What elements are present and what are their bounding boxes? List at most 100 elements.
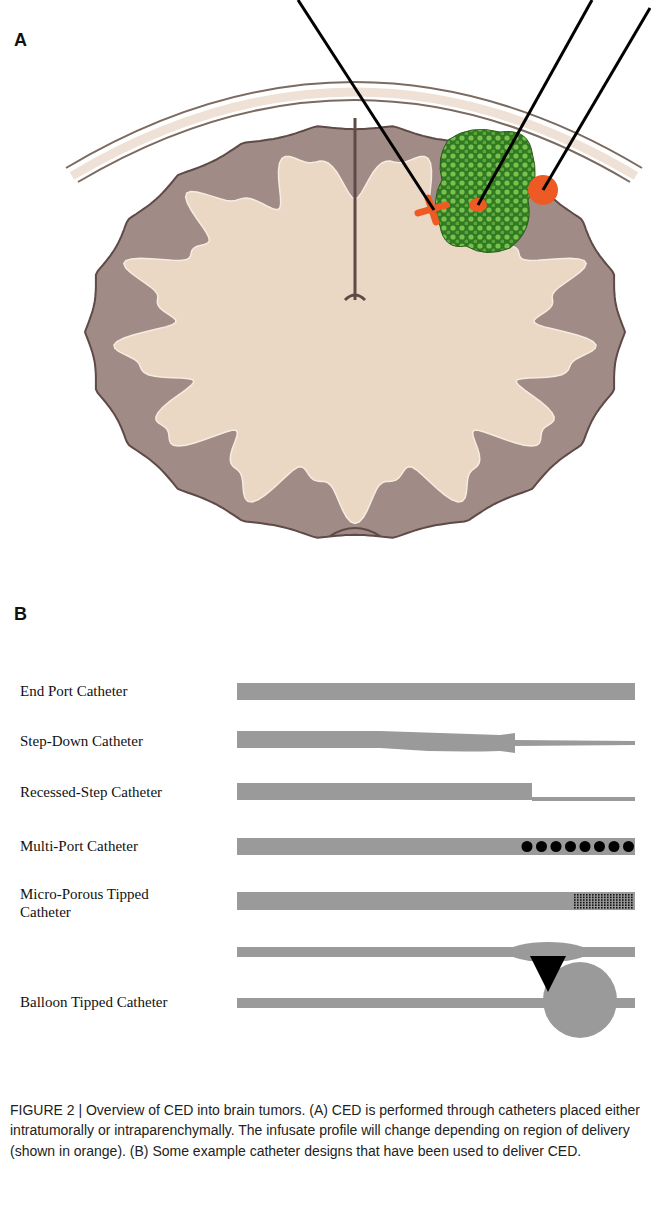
pore	[628, 894, 630, 896]
pore	[619, 904, 621, 906]
pore	[622, 907, 624, 909]
pore	[625, 894, 627, 896]
recessed-step-catheter	[237, 783, 635, 801]
pore	[631, 907, 633, 909]
pore	[595, 904, 597, 906]
pore	[613, 899, 615, 901]
pore	[592, 894, 594, 896]
pore	[604, 907, 606, 909]
catheter-line	[543, 8, 650, 190]
pore	[595, 897, 597, 899]
pore	[589, 904, 591, 906]
pore	[616, 897, 618, 899]
pore	[619, 894, 621, 896]
pore	[580, 902, 582, 904]
catheter-line	[298, 0, 434, 210]
panel-letter: B	[14, 604, 27, 626]
pore	[616, 902, 618, 904]
pore	[577, 902, 579, 904]
pore	[580, 897, 582, 899]
pore	[613, 902, 615, 904]
pore	[601, 904, 603, 906]
port-hole	[609, 841, 620, 852]
pore	[583, 904, 585, 906]
port-hole	[522, 841, 533, 852]
pore	[625, 897, 627, 899]
pore	[616, 907, 618, 909]
catheter-label: Recessed-Step Catheter	[20, 783, 162, 801]
pore	[598, 902, 600, 904]
pore	[589, 902, 591, 904]
pore	[616, 894, 618, 896]
pore	[610, 894, 612, 896]
pore	[601, 899, 603, 901]
pore	[583, 897, 585, 899]
pore	[601, 902, 603, 904]
pore	[631, 902, 633, 904]
pore	[574, 907, 576, 909]
ports	[522, 841, 635, 852]
pore	[631, 899, 633, 901]
pore	[604, 897, 606, 899]
pore	[586, 902, 588, 904]
pore	[592, 902, 594, 904]
pore	[595, 894, 597, 896]
pore	[577, 907, 579, 909]
pore	[616, 899, 618, 901]
micro-porous-catheter	[237, 892, 635, 910]
pore	[601, 897, 603, 899]
pore	[583, 899, 585, 901]
catheter-label: Multi-Port Catheter	[20, 837, 138, 855]
pore	[574, 899, 576, 901]
pore	[577, 897, 579, 899]
pore	[628, 899, 630, 901]
brain	[85, 118, 625, 538]
pore	[628, 904, 630, 906]
pore	[625, 902, 627, 904]
pore	[580, 904, 582, 906]
pore	[622, 899, 624, 901]
pore	[616, 904, 618, 906]
end-port-catheter	[237, 683, 635, 700]
balloon-deflated	[508, 942, 588, 962]
catheter-label: Micro-Porous Tipped Catheter	[20, 885, 170, 921]
pore	[610, 897, 612, 899]
pore	[595, 902, 597, 904]
pore	[607, 904, 609, 906]
pore	[589, 897, 591, 899]
inflate-arrow	[544, 962, 553, 974]
pore	[598, 904, 600, 906]
pore	[607, 899, 609, 901]
multi-port-catheter	[237, 838, 635, 855]
infusate-cross	[418, 198, 446, 222]
pore	[598, 897, 600, 899]
pore	[586, 907, 588, 909]
pore	[610, 902, 612, 904]
pore	[613, 894, 615, 896]
port-hole	[551, 841, 562, 852]
port-hole	[580, 841, 591, 852]
port-hole	[565, 841, 576, 852]
pore	[625, 899, 627, 901]
pore	[631, 894, 633, 896]
pore	[613, 897, 615, 899]
pore	[580, 894, 582, 896]
catheter-designs	[237, 683, 635, 1038]
pore	[631, 897, 633, 899]
catheter-line	[478, 0, 592, 205]
pore	[583, 894, 585, 896]
pore	[598, 907, 600, 909]
pore	[613, 904, 615, 906]
pore	[586, 894, 588, 896]
pore	[574, 894, 576, 896]
pore	[607, 907, 609, 909]
port-hole	[623, 841, 634, 852]
pore	[580, 907, 582, 909]
pore	[595, 899, 597, 901]
pore	[601, 907, 603, 909]
pore	[583, 902, 585, 904]
pore	[622, 894, 624, 896]
pore	[574, 897, 576, 899]
pores	[574, 894, 633, 909]
